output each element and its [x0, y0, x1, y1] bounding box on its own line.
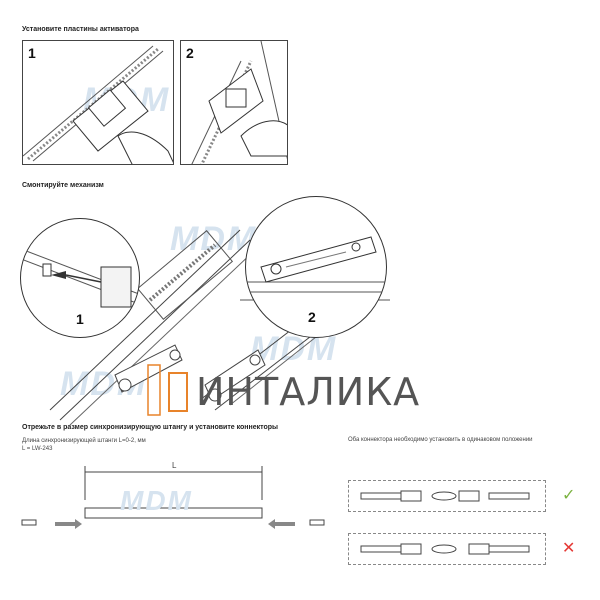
length-formula: L = LW-243	[22, 446, 53, 452]
connector-correct-example	[348, 480, 546, 512]
connector-wrong-example	[348, 533, 546, 565]
wrong-mark-icon: ✕	[562, 540, 576, 557]
step1-detail-circle: 1	[20, 218, 140, 338]
section3-title: Отрежьте в размер синхронизирующую штанг…	[22, 424, 279, 431]
length-note: Длина синхронизирующей штанги L=0-2, мм	[22, 438, 146, 444]
step-number: 2	[308, 309, 316, 325]
brand-name: ИНТАЛИКА	[196, 370, 421, 414]
connector-illustration	[360, 543, 530, 555]
detail-illustration	[246, 236, 386, 293]
correct-mark-icon: ✓	[562, 487, 576, 504]
activator-plate-illustration	[191, 41, 287, 164]
watermark-logo: MDM	[120, 485, 193, 516]
step1-panel-activator: 1 MDM	[22, 40, 174, 165]
connector-note: Оба коннектора необходимо установить в о…	[348, 437, 533, 443]
step2-panel-activator: 2	[180, 40, 288, 165]
step-number: 1	[28, 45, 36, 61]
step-number: 1	[76, 311, 84, 327]
step-number: 2	[186, 45, 194, 61]
dimension-label: L	[172, 461, 177, 470]
section2-title: Смонтируйте механизм	[22, 182, 104, 189]
section1-title: Установите пластины активатора	[22, 26, 139, 33]
watermark-logo: MDM	[170, 220, 258, 258]
connector-illustration	[360, 490, 530, 502]
activator-plate-illustration	[23, 45, 173, 164]
detail-illustration	[21, 248, 139, 308]
brand-logo-icon	[168, 372, 188, 412]
step2-detail-circle: 2	[245, 196, 387, 338]
